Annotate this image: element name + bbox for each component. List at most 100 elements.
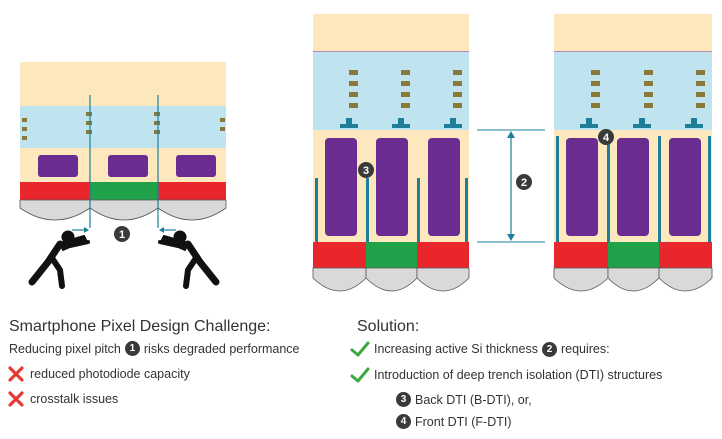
pushing-person-icon: [158, 230, 220, 289]
metal-wire: [349, 81, 358, 86]
marker-2-badge: [516, 174, 532, 190]
metal-wire: [644, 81, 653, 86]
microlens: [416, 267, 470, 292]
solution-title: Solution:: [357, 318, 420, 335]
challenge-item-label: crosstalk issues: [30, 392, 119, 406]
metal-wire: [453, 70, 462, 75]
marker-1-badge: [114, 226, 130, 242]
x-mark-icon: [8, 366, 24, 382]
back-dti-trench: [366, 178, 369, 242]
red-filter: [158, 182, 226, 200]
microlens: [312, 267, 367, 292]
solution-subitem: 4 Front DTI (F-DTI): [396, 414, 512, 429]
microlens: [553, 267, 609, 292]
metal-wire: [349, 103, 358, 108]
si-thickness-dimension: 2: [477, 129, 545, 243]
marker-1-inline: 1: [124, 341, 140, 356]
metal-layer: [554, 52, 712, 130]
microlens: [89, 199, 159, 221]
red-filter: [417, 242, 469, 268]
photodiode: [38, 155, 78, 177]
solution-item-before: Increasing active Si thickness: [374, 342, 538, 356]
back-dti-trench: [417, 178, 420, 242]
transistor-gate: [586, 118, 592, 124]
transistor-gate: [444, 124, 462, 128]
red-filter: [659, 242, 712, 268]
metal-wire: [349, 70, 358, 75]
metal-wire: [220, 127, 225, 131]
photodiode: [617, 138, 649, 236]
metal-wire: [696, 103, 705, 108]
marker-1-text: 1: [119, 229, 125, 241]
microlens: [658, 267, 713, 292]
metal-layer: [313, 52, 469, 130]
left-top-layer: [20, 62, 226, 106]
metal-wire: [154, 112, 160, 116]
small-pixel-array: 1: [19, 62, 227, 242]
metal-wire: [349, 92, 358, 97]
metal-wire: [86, 121, 92, 125]
transistor-gate: [398, 118, 404, 124]
arrow-head: [159, 227, 164, 233]
metal-wire: [401, 81, 410, 86]
metal-wire: [696, 81, 705, 86]
x-mark-icon: [8, 391, 24, 407]
left-metal-layer: [20, 106, 226, 148]
metal-wire: [22, 127, 27, 131]
metal-wire: [591, 103, 600, 108]
arrow-head: [507, 234, 515, 241]
metal-wire: [401, 92, 410, 97]
metal-wire: [591, 92, 600, 97]
red-filter: [554, 242, 608, 268]
metal-wire: [86, 112, 92, 116]
metal-wire: [644, 103, 653, 108]
microlens: [157, 199, 227, 221]
check-mark-icon: [350, 341, 370, 357]
metal-wire: [22, 136, 27, 140]
arrow-head: [507, 131, 515, 138]
challenge-line-after: risks degraded performance: [143, 341, 300, 356]
metal-wire: [644, 70, 653, 75]
photodiode: [325, 138, 357, 236]
bdti-pixel-array: 3: [312, 14, 470, 292]
transistor-gate: [685, 124, 703, 128]
transistor-gate: [346, 118, 352, 124]
metal-wire: [696, 92, 705, 97]
metal-wire: [154, 130, 160, 134]
metal-wire: [453, 92, 462, 97]
challenge-line: Reducing pixel pitch 1 risks degraded pe…: [9, 341, 300, 356]
challenge-item: crosstalk issues: [6, 391, 118, 407]
solution-item-after: requires:: [560, 342, 610, 356]
front-dti-trench: [658, 136, 661, 242]
transistor-gate: [639, 118, 645, 124]
green-filter: [90, 182, 158, 200]
marker-2-text: 2: [521, 177, 527, 189]
photodiode: [176, 155, 216, 177]
photodiode: [376, 138, 408, 236]
top-layer: [554, 14, 712, 52]
metal-wire: [154, 121, 160, 125]
fdti-pixel-array: 4: [553, 14, 713, 292]
top-layer: [313, 14, 469, 52]
challenge-line-before: Reducing pixel pitch: [9, 341, 121, 356]
metal-wire: [401, 70, 410, 75]
metal-wire: [22, 118, 27, 122]
solution-subitem-label: Back DTI (B-DTI), or,: [415, 392, 532, 407]
back-dti-trench: [315, 178, 318, 242]
metal-wire: [453, 81, 462, 86]
photodiode: [669, 138, 701, 236]
photodiode: [566, 138, 598, 236]
pushing-person-icon: [28, 230, 90, 289]
marker-2-inline: 2: [541, 341, 557, 357]
pixel-diagram: 1: [19, 14, 713, 292]
transistor-gate: [580, 124, 598, 128]
transistor-gate: [450, 118, 456, 124]
metal-wire: [220, 118, 225, 122]
marker-4-inline: 4: [396, 414, 411, 429]
back-dti-trench: [465, 178, 468, 242]
challenge-item-label: reduced photodiode capacity: [30, 367, 190, 381]
metal-wire: [644, 92, 653, 97]
green-filter: [366, 242, 417, 268]
metal-wire: [591, 70, 600, 75]
arrow-head: [84, 227, 89, 233]
